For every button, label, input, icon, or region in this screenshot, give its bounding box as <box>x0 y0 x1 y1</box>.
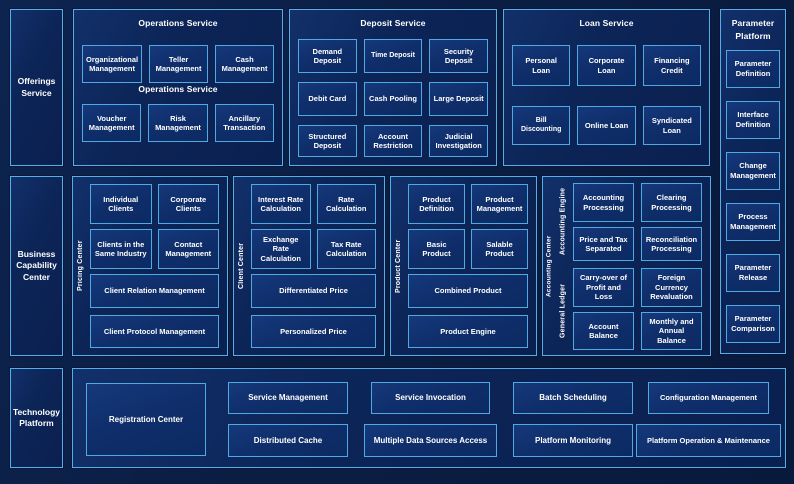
box-security-deposit: Security Deposit <box>429 39 488 73</box>
box-account-balance: Account Balance <box>573 312 634 350</box>
box-batch-scheduling: Batch Scheduling <box>513 382 633 414</box>
box-clients-same-industry: Clients in the Same Industry <box>90 229 152 269</box>
box-time-deposit: Time Deposit <box>363 39 423 73</box>
band-label-offerings-service: Offerings Service <box>10 9 63 166</box>
operations-service-title: Operations Service <box>138 18 218 28</box>
box-risk-management: Risk Management <box>148 104 208 142</box>
pricing-center-vertical-label: Pricing Center <box>77 240 84 292</box>
box-reconciliation-processing: Reconciliation Processing <box>641 227 702 261</box>
box-parameter-comparison: Parameter Comparison <box>726 304 780 343</box>
box-cash-management: Cash Management <box>215 45 274 83</box>
box-exchange-rate-calculation: Exchange Rate Calculation <box>251 229 311 269</box>
box-parameter-release: Parameter Release <box>726 253 780 292</box>
box-personalized-price: Personalized Price <box>251 314 376 348</box>
box-basic-product: Basic Product <box>408 229 465 269</box>
box-accounting-processing: Accounting Processing <box>573 183 634 222</box>
box-salable-product: Salable Product <box>471 229 528 269</box>
accounting-engine-vertical-label: Accounting Engine <box>559 187 567 256</box>
box-voucher-management: Voucher Management <box>82 104 142 142</box>
box-service-invocation: Service Invocation <box>371 382 490 414</box>
client-center-panel: Client Center Interest Rate Calculation … <box>233 176 385 356</box>
box-distributed-cache: Distributed Cache <box>228 424 348 457</box>
box-corporate-clients: Corporate Clients <box>157 184 219 224</box>
box-client-protocol-management: Client Protocol Management <box>90 314 219 348</box>
box-rate-calculation: Rate Calculation <box>316 184 376 224</box>
box-configuration-management: Configuration Management <box>648 382 769 414</box>
box-tax-rate-calculation: Tax Rate Calculation <box>316 229 376 269</box>
box-product-management: Product Management <box>471 184 528 224</box>
box-organizational-management: Organizational Management <box>82 45 143 83</box>
box-combined-product: Combined Product <box>408 274 528 308</box>
box-registration-center: Registration Center <box>86 383 206 456</box>
box-service-management: Service Management <box>228 382 348 414</box>
operations-service-subtitle: Operations Service <box>138 84 218 94</box>
loan-service-panel: Loan Service Personal Loan Corporate Loa… <box>503 9 710 166</box>
box-bill-discounting: Bill Discounting <box>512 106 571 145</box>
technology-platform-panel: Registration Center Service Management D… <box>72 368 786 468</box>
box-process-management: Process Management <box>726 202 780 241</box>
box-financing-credit: Financing Credit <box>642 45 701 86</box>
box-syndicated-loan: Syndicated Loan <box>642 106 701 145</box>
general-ledger-vertical-label: General Ledger <box>559 283 567 338</box>
product-center-panel: Product Center Product Definition Produc… <box>390 176 537 356</box>
box-clearing-processing: Clearing Processing <box>641 183 702 222</box>
accounting-center-vertical-label: Accounting Center <box>545 235 553 297</box>
deposit-service-title: Deposit Service <box>360 18 426 28</box>
box-cash-pooling: Cash Pooling <box>363 82 423 116</box>
accounting-center-panel: Accounting Center Accounting Engine Gene… <box>542 176 711 356</box>
box-structured-deposit: Structured Deposit <box>298 125 357 157</box>
box-teller-management: Teller Management <box>149 45 209 83</box>
box-personal-loan: Personal Loan <box>512 45 571 86</box>
box-contact-management: Contact Management <box>157 229 219 269</box>
box-price-and-tax-separated: Price and Tax Separated <box>573 227 634 261</box>
box-differentiated-price: Differentiated Price <box>251 274 376 308</box>
box-product-engine: Product Engine <box>408 314 528 348</box>
box-foreign-currency-revaluation: Foreign Currency Revaluation <box>641 268 702 307</box>
box-large-deposit: Large Deposit <box>429 82 488 116</box>
box-demand-deposit: Demand Deposit <box>298 39 357 73</box>
box-online-loan: Online Loan <box>577 106 636 145</box>
box-multiple-data-sources-access: Multiple Data Sources Access <box>364 424 497 457</box>
client-center-vertical-label: Client Center <box>238 242 245 290</box>
deposit-service-panel: Deposit Service Demand Deposit Time Depo… <box>289 9 497 166</box>
box-interest-rate-calculation: Interest Rate Calculation <box>251 184 311 224</box>
box-client-relation-management: Client Relation Management <box>90 274 219 308</box>
parameter-platform-panel: Parameter Platform Parameter Definition … <box>720 9 786 354</box>
box-interface-definition: Interface Definition <box>726 100 780 139</box>
box-carry-over-profit-loss: Carry-over of Profit and Loss <box>573 268 634 307</box>
box-account-restriction: Account Restriction <box>363 125 423 157</box>
box-product-definition: Product Definition <box>408 184 465 224</box>
loan-service-title: Loan Service <box>579 18 634 28</box>
box-judicial-investigation: Judicial Investigation <box>429 125 488 157</box>
box-change-management: Change Management <box>726 151 780 190</box>
box-debit-card: Debit Card <box>298 82 357 116</box>
operations-service-panel: Operations Service Organizational Manage… <box>73 9 283 166</box>
band-label-technology-platform: Technology Platform <box>10 368 63 468</box>
parameter-platform-title: Parameter Platform <box>731 18 775 41</box>
box-parameter-definition: Parameter Definition <box>726 49 780 88</box>
box-platform-operation-maintenance: Platform Operation & Maintenance <box>636 424 781 457</box>
product-center-vertical-label: Product Center <box>395 239 402 293</box>
pricing-center-panel: Pricing Center Individual Clients Corpor… <box>72 176 228 356</box>
box-monthly-annual-balance: Monthly and Annual Balance <box>641 312 702 350</box>
band-label-business-capability-center: Business Capability Center <box>10 176 63 356</box>
box-corporate-loan: Corporate Loan <box>577 45 636 86</box>
box-ancillary-transaction: Ancillary Transaction <box>214 104 274 142</box>
box-platform-monitoring: Platform Monitoring <box>513 424 633 457</box>
box-individual-clients: Individual Clients <box>90 184 152 224</box>
